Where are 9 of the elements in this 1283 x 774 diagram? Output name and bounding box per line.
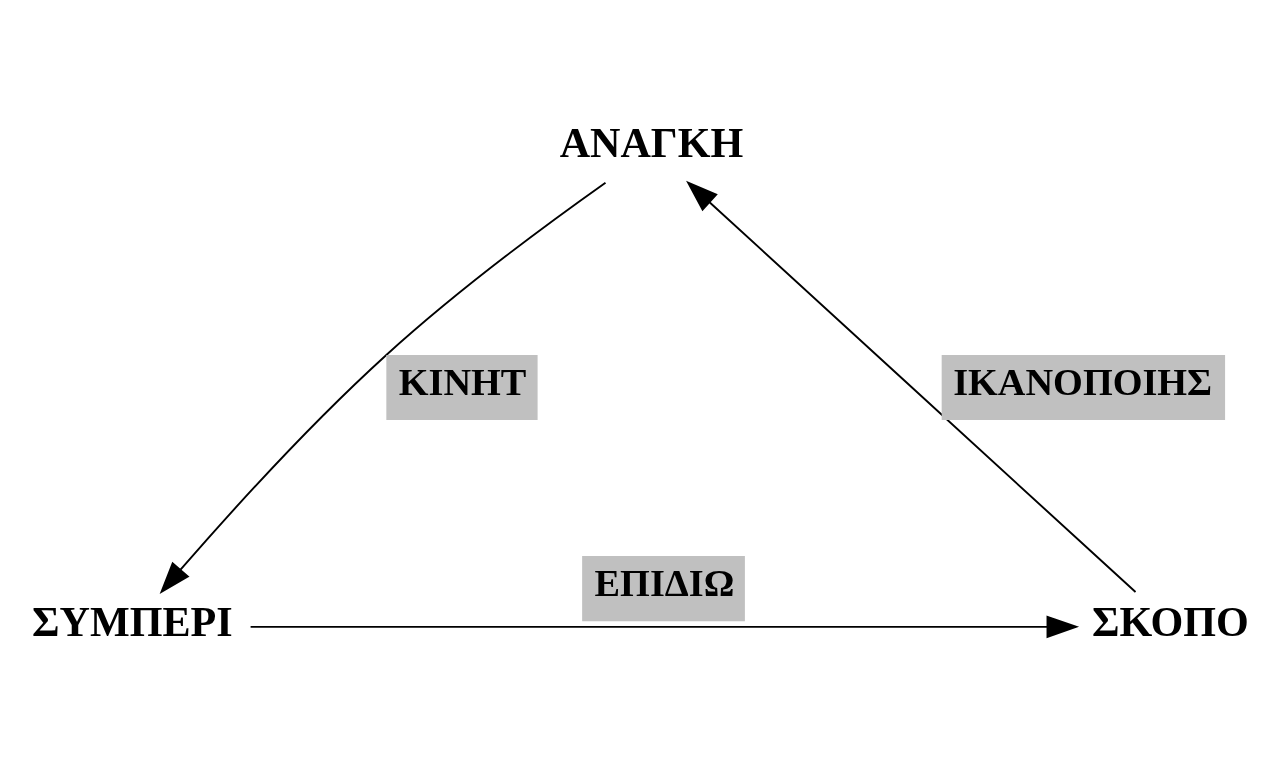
node-text: ΑΝΑΓΚΗ	[559, 118, 744, 166]
edge-label: ΚΙΝΗΤ	[398, 360, 527, 403]
edge-label: ΙΚΑΝΟΠΟΙΗΣ	[953, 360, 1213, 403]
arrow	[686, 180, 1137, 593]
edge-label: ΕΠΙΔΙΩ	[594, 561, 735, 604]
node-text: ΣΥΜΠΕΡΙ	[32, 597, 233, 645]
node-text: ΣΚΟΠΟ	[1092, 597, 1249, 645]
arrow	[249, 614, 1080, 638]
arrow	[159, 181, 607, 594]
